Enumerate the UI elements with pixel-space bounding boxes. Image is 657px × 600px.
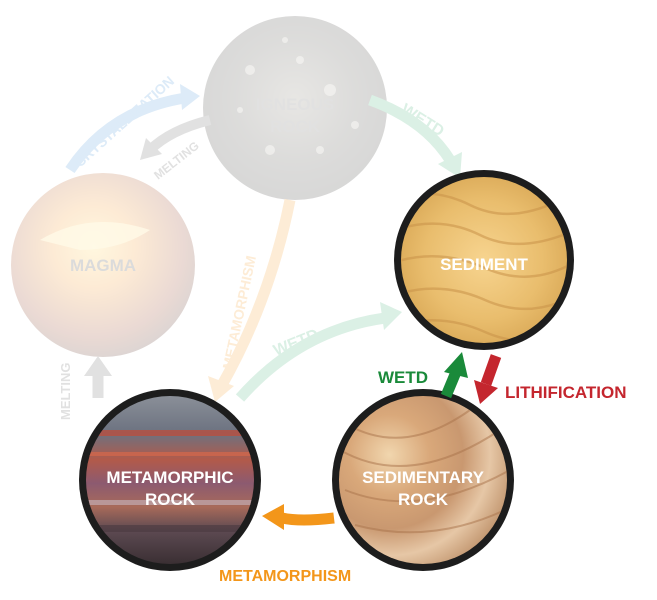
magma-node bbox=[11, 173, 195, 357]
wetd-green-label: WETD bbox=[378, 368, 428, 387]
metamorphic-rock-node: METAMORPHIC ROCK bbox=[79, 389, 261, 571]
melting-top-arrow bbox=[146, 115, 212, 154]
igneous-label-line2: ROCK bbox=[270, 117, 321, 136]
sedimentary-rock-node: SEDIMENTARY ROCK bbox=[332, 389, 514, 571]
crystallization-label: CRYSTALLIZATION bbox=[71, 73, 177, 171]
igneous-label-line1: IGNEOUS bbox=[256, 95, 334, 114]
melting-left-label: MELTING bbox=[58, 362, 73, 420]
sedimentary-label-line2: ROCK bbox=[398, 490, 449, 509]
sedimentary-label-line1: SEDIMENTARY bbox=[362, 468, 485, 487]
lithification-arrow bbox=[474, 354, 502, 404]
metamorphism-bottom-label: METAMORPHISM bbox=[219, 568, 351, 585]
sediment-node: SEDIMENT bbox=[394, 170, 574, 350]
wetd-top-arrow bbox=[368, 94, 455, 163]
faded-cycle-layer: IGNEOUS ROCK MAGMA CRYSTALLIZATION MELTI… bbox=[11, 16, 462, 420]
metamorphism-bottom-arrow bbox=[262, 504, 335, 530]
metamorphic-label-line1: METAMORPHIC bbox=[106, 468, 233, 487]
wetd-green-arrow bbox=[440, 352, 468, 399]
crystallization-arrow bbox=[65, 92, 186, 174]
sediment-label: SEDIMENT bbox=[440, 255, 528, 274]
wetd-middle-arrow bbox=[235, 312, 386, 402]
lithification-label: LITHIFICATION bbox=[505, 383, 627, 402]
magma-label: MAGMA bbox=[70, 256, 136, 275]
metamorphism-left-arrow bbox=[217, 198, 296, 388]
igneous-rock-node bbox=[203, 16, 387, 200]
metamorphic-label-line2: ROCK bbox=[145, 490, 196, 509]
